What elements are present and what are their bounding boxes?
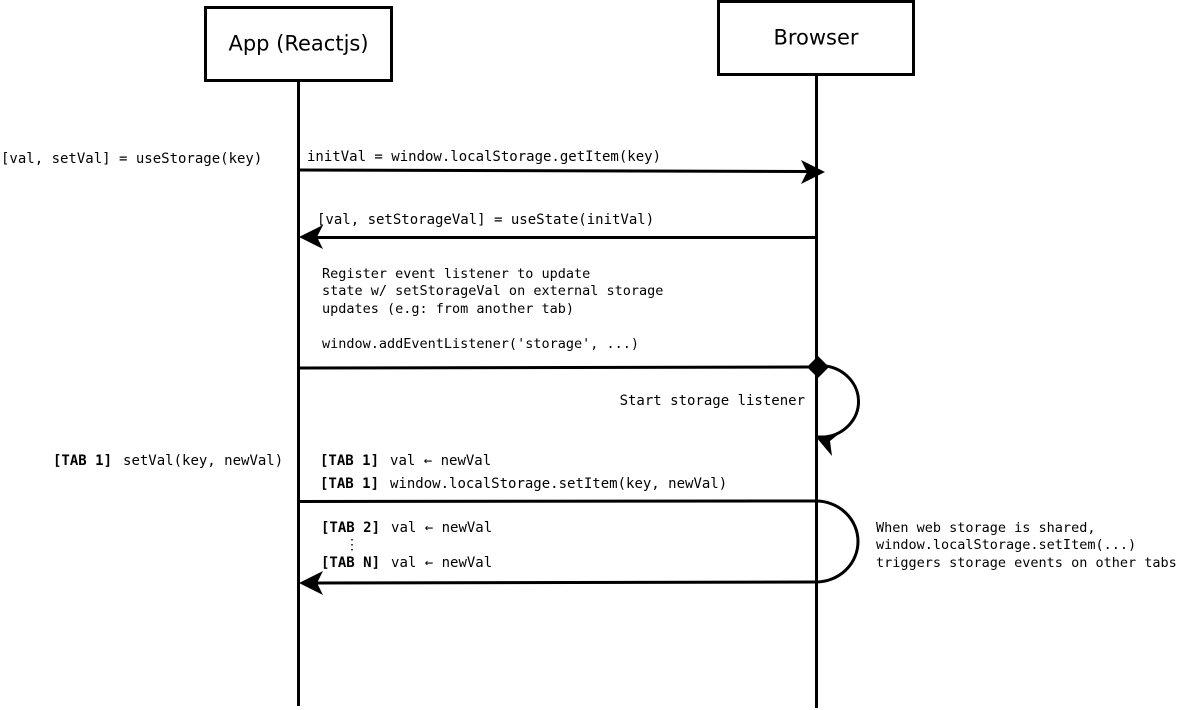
arrowhead-left-icon [299,571,323,595]
shared-note-line1: When web storage is shared, [876,520,1095,536]
tab1-caller: [TAB 1] setVal(key, newVal) [53,452,283,469]
shared-note-line2: window.localStorage.setItem(...) [876,537,1136,553]
diamond-icon [807,356,829,378]
message-add-listener-line [298,365,813,370]
register-listener-note: Register event listener to update state … [322,266,663,352]
arrowhead-left-icon [299,225,323,249]
message-set-item-line [298,499,817,503]
message-use-state: [val, setStorageVal] = useState(initVal) [299,212,818,249]
register-note-line1: Register event listener to update [322,266,590,282]
self-loop-arrowhead-icon [816,433,840,456]
tabn-val-text: val ← newVal [391,555,492,571]
actor-browser-label: Browser [773,26,858,50]
message-add-listener [298,356,829,378]
tab1-val: [TAB 1] val ← newVal [320,452,491,469]
message-storage-event-line [314,580,817,585]
tab1-set-item-tag: [TAB 1] [320,476,379,492]
message-get-item: initVal = window.localStorage.getItem(ke… [298,149,825,184]
tab1-caller-tag: [TAB 1] [53,453,112,469]
self-loop-start-listener: Start storage listener [620,364,861,456]
shared-note-line3: triggers storage events on other tabs [876,555,1177,571]
tab2-val-text: val ← newVal [391,520,492,536]
message-set-item [298,499,860,595]
tab1-caller-text: setVal(key, newVal) [123,453,283,469]
actor-browser: Browser [717,0,915,76]
message-use-state-label: [val, setStorageVal] = useState(initVal) [317,212,654,228]
tab1-set-item: [TAB 1] window.localStorage.setItem(key,… [320,475,727,492]
actor-app: App (Reactjs) [204,6,393,82]
tabn-val-tag: [TAB N] [321,555,380,571]
register-note-line2: state w/ setStorageVal on external stora… [322,283,663,299]
arrowhead-right-icon [801,160,825,184]
caller-hook-label: [val, setVal] = useStorage(key) [1,151,262,167]
actor-app-label: App (Reactjs) [228,32,368,56]
message-get-item-line [298,168,809,173]
shared-storage-note: When web storage is shared, window.local… [876,520,1177,571]
ellipsis-vertical: ⋮ [345,537,359,553]
tab1-val-text: val ← newVal [390,453,491,469]
tab1-val-tag: [TAB 1] [320,453,379,469]
register-note-line3: updates (e.g: from another tab) [322,301,574,317]
tab2-val: [TAB 2] val ← newVal [321,519,492,536]
start-listener-label: Start storage listener [620,393,805,409]
tab2-val-tag: [TAB 2] [321,520,380,536]
actor-app-box [204,6,393,82]
storage-event-loop-path [815,499,860,584]
self-loop-path [818,364,861,439]
tab1-set-item-text: window.localStorage.setItem(key, newVal) [390,476,727,492]
message-get-item-label: initVal = window.localStorage.getItem(ke… [307,149,661,165]
actor-browser-box [717,0,915,76]
tabn-val: [TAB N] val ← newVal [321,554,492,571]
register-note-line4: window.addEventListener('storage', ...) [322,336,639,352]
